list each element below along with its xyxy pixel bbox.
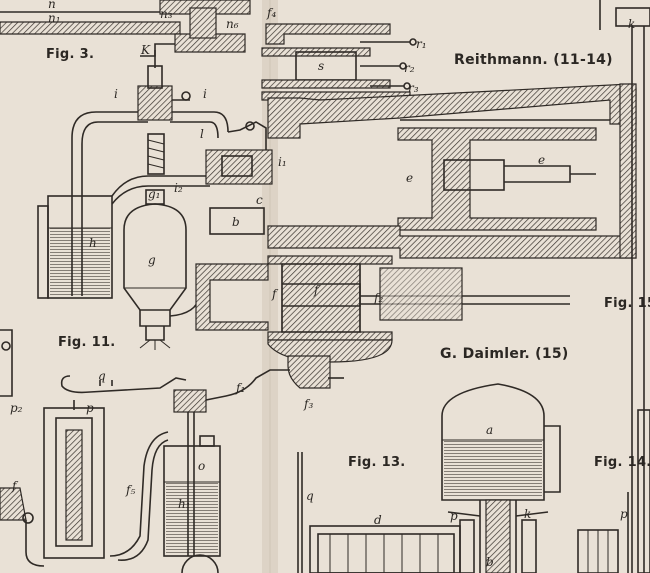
letter-h: h bbox=[89, 236, 97, 250]
letter-f2: f₂ bbox=[373, 291, 383, 305]
fig3-label: Fig. 3. bbox=[46, 47, 94, 62]
letter-p-right: p bbox=[620, 507, 628, 521]
fig3-drawing bbox=[0, 0, 251, 57]
letter-r3: r₃ bbox=[408, 81, 419, 95]
fig13-label: Fig. 13. bbox=[348, 455, 406, 470]
letter-p2: p₂ bbox=[10, 401, 23, 415]
letter-k2: k bbox=[628, 17, 635, 31]
letter-i1: i₁ bbox=[278, 155, 287, 169]
author-reithmann: Reithmann. (11-14) bbox=[454, 52, 613, 68]
letter-d2: d bbox=[374, 513, 382, 527]
letter-g1: g₁ bbox=[148, 187, 161, 201]
letter-n6: n₆ bbox=[226, 17, 239, 31]
author-daimler: G. Daimler. (15) bbox=[440, 346, 569, 362]
letter-n: n bbox=[48, 0, 56, 11]
letter-f3: f₃ bbox=[303, 397, 313, 411]
letter-f-inner: f bbox=[313, 283, 321, 297]
fig14-label: Fig. 14. bbox=[594, 455, 650, 470]
letter-e-left: e bbox=[406, 171, 413, 185]
letter-o: o bbox=[198, 459, 205, 473]
letter-f5: f₅ bbox=[125, 483, 135, 497]
fig11-drawing bbox=[37, 50, 273, 350]
letter-K: K bbox=[140, 43, 151, 57]
letter-k: k bbox=[524, 507, 531, 521]
fig15-drawing bbox=[195, 0, 650, 573]
letter-g: g bbox=[148, 253, 156, 267]
letter-f6: f bbox=[11, 479, 19, 493]
letter-b: b bbox=[232, 215, 240, 229]
fig11-label: Fig. 11. bbox=[58, 335, 116, 350]
fig14-drawing bbox=[441, 383, 650, 573]
letter-f1: f₁ bbox=[235, 381, 245, 395]
letter-i2: i₂ bbox=[174, 181, 183, 195]
letter-f4: f₄ bbox=[266, 6, 276, 20]
letter-r2: r₂ bbox=[404, 61, 415, 75]
letter-q: q bbox=[98, 369, 106, 383]
letter-q2: q bbox=[306, 489, 314, 503]
letter-s: s bbox=[318, 59, 324, 73]
letter-h1: h₁ bbox=[178, 497, 191, 511]
letter-c: c bbox=[256, 193, 263, 207]
letter-r1: r₁ bbox=[416, 37, 427, 51]
letter-a: a bbox=[486, 423, 493, 437]
letter-i-right: i bbox=[203, 87, 207, 101]
letter-p: p bbox=[86, 401, 94, 415]
fig15-label: Fig. 15. bbox=[604, 296, 650, 311]
letter-n3: n₃ bbox=[160, 7, 173, 21]
letter-b2: b bbox=[486, 555, 494, 569]
letter-p3: p bbox=[450, 509, 458, 523]
letter-i-left: i bbox=[114, 87, 118, 101]
letter-n1: n₁ bbox=[48, 11, 61, 25]
letter-e-right: e bbox=[538, 153, 545, 167]
letter-l: l bbox=[200, 127, 204, 141]
fig12-drawing bbox=[0, 329, 290, 573]
letter-f: f bbox=[271, 287, 279, 301]
